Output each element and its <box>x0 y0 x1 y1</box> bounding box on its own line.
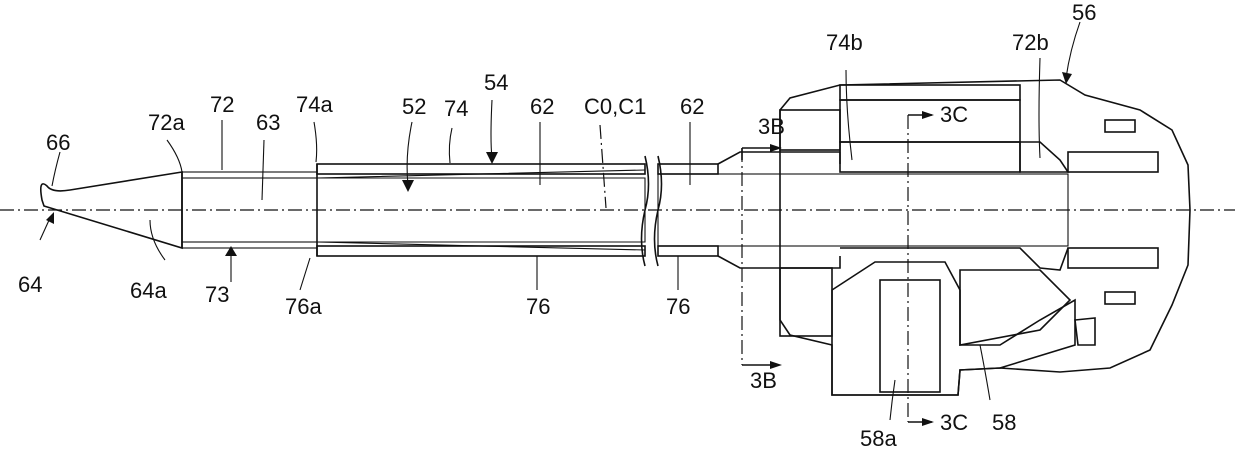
leader-72a <box>167 140 182 172</box>
label-76-right: 76 <box>666 294 690 319</box>
step-top <box>718 152 840 164</box>
leader-66 <box>52 152 60 186</box>
arrow-3c-top <box>922 111 934 119</box>
leader-58 <box>980 345 990 400</box>
arrow-54 <box>486 152 498 164</box>
label-74a: 74a <box>296 92 333 117</box>
sheath-right-top <box>658 164 718 174</box>
label-64a: 64a <box>130 278 167 303</box>
pipe-74b-region <box>840 142 1020 172</box>
label-72a: 72a <box>148 110 185 135</box>
label-74: 74 <box>444 96 468 121</box>
seal-top <box>1105 120 1135 132</box>
label-3b-top: 3B <box>758 114 785 139</box>
pipe-72b-region <box>1020 142 1068 172</box>
tube-72-top <box>182 172 317 178</box>
arrow-52 <box>402 180 414 192</box>
label-58a: 58a <box>860 426 897 451</box>
sheath-right-bottom <box>658 246 718 256</box>
leader-74a <box>314 122 317 162</box>
core-rod-right <box>658 174 1068 246</box>
label-52: 52 <box>402 94 426 119</box>
leader-56 <box>1066 22 1080 78</box>
label-72b: 72b <box>1012 30 1049 55</box>
insert-58 <box>832 262 1075 395</box>
leader-63 <box>262 140 264 200</box>
label-c0c1: C0,C1 <box>584 94 646 119</box>
label-73: 73 <box>205 282 229 307</box>
screw <box>1075 318 1095 345</box>
label-3c-bottom: 3C <box>940 410 968 435</box>
dense-strip-top <box>840 85 1020 100</box>
leader-54 <box>491 100 492 158</box>
label-63: 63 <box>256 110 280 135</box>
channel-58a <box>880 280 940 392</box>
bore-top <box>1068 152 1158 172</box>
dense-block-bottom <box>780 268 832 336</box>
dense-block-top <box>780 110 840 150</box>
label-72: 72 <box>210 92 234 117</box>
seal-bottom <box>1105 292 1135 304</box>
label-54: 54 <box>484 70 508 95</box>
sheath-76-bottom <box>317 246 645 256</box>
label-58: 58 <box>992 410 1016 435</box>
label-3b-bottom: 3B <box>750 368 777 393</box>
bore-bottom <box>1068 248 1158 268</box>
label-62-right: 62 <box>680 94 704 119</box>
handle-body <box>780 80 1190 395</box>
leader-64 <box>40 218 50 240</box>
leader-74 <box>449 128 452 163</box>
label-62-left: 62 <box>530 94 554 119</box>
leader-76a <box>300 258 310 290</box>
label-56: 56 <box>1072 0 1096 25</box>
leader-58a <box>890 380 895 420</box>
leader-72b <box>1039 58 1040 158</box>
leader-74b <box>846 70 852 160</box>
tube-72-bottom <box>182 242 317 248</box>
leader-c0c1 <box>600 125 606 208</box>
arrow-3c-bottom <box>922 418 934 426</box>
label-76a: 76a <box>285 294 322 319</box>
lower-pipe <box>840 248 1068 270</box>
arrow-64 <box>46 212 54 224</box>
label-3c-top: 3C <box>940 102 968 127</box>
label-64: 64 <box>18 272 42 297</box>
label-66: 66 <box>46 130 70 155</box>
step-bottom <box>718 256 840 268</box>
label-74b: 74b <box>826 30 863 55</box>
sheath-74-top <box>317 164 645 174</box>
upper-cavity <box>840 100 1020 142</box>
dense-insert <box>960 270 1070 345</box>
label-76-left: 76 <box>526 294 550 319</box>
